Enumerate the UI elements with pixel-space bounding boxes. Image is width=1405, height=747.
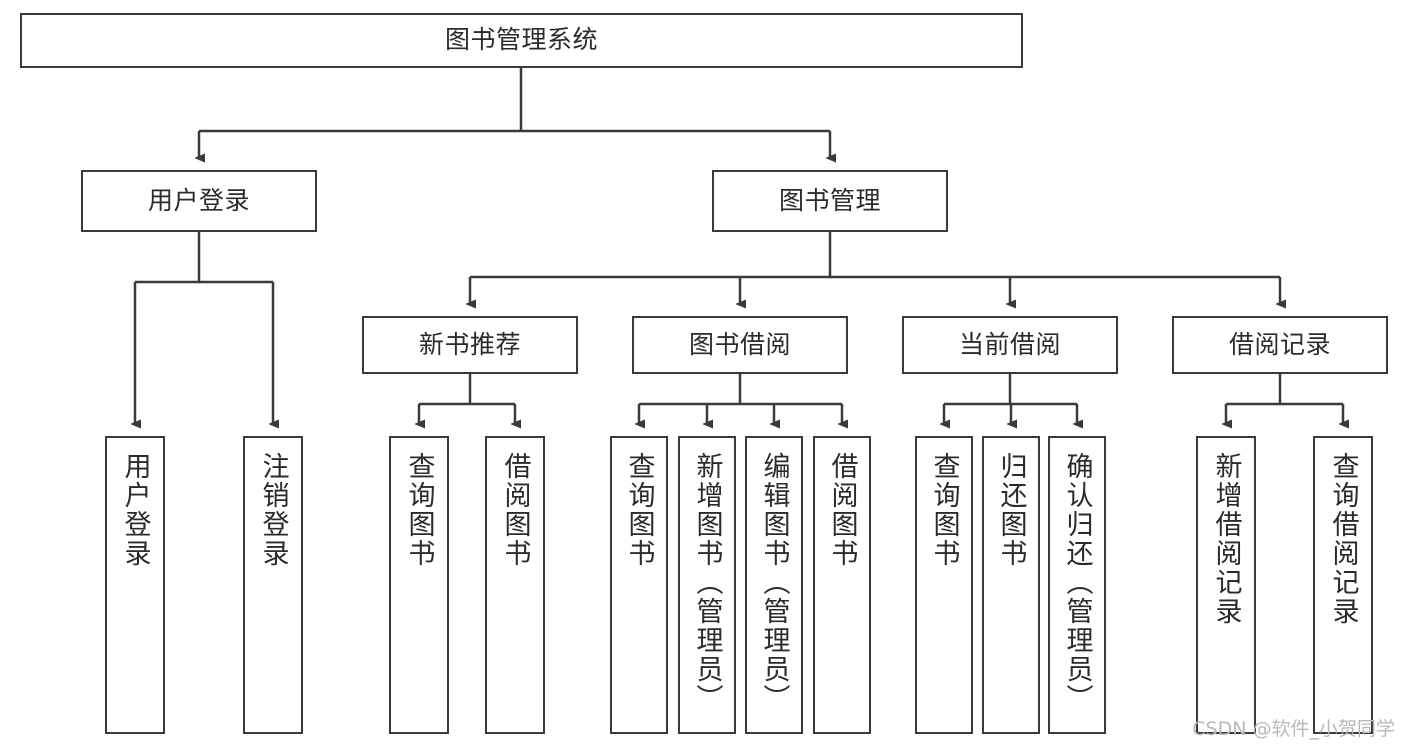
node-leaf-logout[interactable]: 注销登录 — [243, 436, 303, 734]
node-leaf-add-record-label: 新增借阅记录 — [1210, 452, 1242, 626]
node-user-login-label: 用户登录 — [147, 185, 250, 215]
node-book-borrow-label: 图书借阅 — [688, 329, 791, 359]
node-borrow-record[interactable]: 借阅记录 — [1172, 316, 1388, 374]
node-book-borrow[interactable]: 图书借阅 — [632, 316, 848, 374]
node-leaf-borrow-book-1-label: 借阅图书 — [499, 452, 531, 568]
node-leaf-edit-book[interactable]: 编辑图书（管理员） — [745, 436, 803, 734]
node-leaf-query-book-3-label: 查询图书 — [928, 452, 960, 568]
node-leaf-query-record-label: 查询借阅记录 — [1327, 452, 1359, 626]
watermark-text: CSDN @软件_小贺同学 — [1192, 718, 1395, 740]
node-leaf-query-book-3[interactable]: 查询图书 — [915, 436, 973, 734]
node-user-login[interactable]: 用户登录 — [81, 170, 317, 232]
node-leaf-confirm-return[interactable]: 确认归还（管理员） — [1048, 436, 1106, 734]
node-new-book-recommend[interactable]: 新书推荐 — [362, 316, 578, 374]
node-leaf-query-record[interactable]: 查询借阅记录 — [1313, 436, 1373, 734]
node-leaf-return-book-label: 归还图书 — [995, 452, 1027, 568]
node-borrow-record-label: 借阅记录 — [1228, 329, 1331, 359]
node-leaf-query-book-1[interactable]: 查询图书 — [389, 436, 449, 734]
node-new-book-recommend-label: 新书推荐 — [418, 329, 521, 359]
node-leaf-user-login[interactable]: 用户登录 — [105, 436, 165, 734]
node-book-manage[interactable]: 图书管理 — [712, 170, 948, 232]
node-leaf-add-record[interactable]: 新增借阅记录 — [1196, 436, 1256, 734]
node-current-borrow[interactable]: 当前借阅 — [902, 316, 1118, 374]
node-leaf-edit-book-label: 编辑图书（管理员） — [758, 452, 790, 713]
node-leaf-borrow-book-1[interactable]: 借阅图书 — [485, 436, 545, 734]
node-leaf-logout-label: 注销登录 — [257, 452, 289, 568]
node-leaf-user-login-label: 用户登录 — [119, 452, 151, 568]
node-leaf-add-book-label: 新增图书（管理员） — [691, 452, 723, 713]
node-leaf-add-book[interactable]: 新增图书（管理员） — [678, 436, 736, 734]
node-leaf-query-book-2-label: 查询图书 — [623, 452, 655, 568]
node-leaf-borrow-book-2-label: 借阅图书 — [826, 452, 858, 568]
node-leaf-query-book-1-label: 查询图书 — [403, 452, 435, 568]
node-root[interactable]: 图书管理系统 — [20, 13, 1023, 68]
node-leaf-return-book[interactable]: 归还图书 — [982, 436, 1040, 734]
node-current-borrow-label: 当前借阅 — [958, 329, 1061, 359]
node-root-label: 图书管理系统 — [444, 25, 598, 55]
node-book-manage-label: 图书管理 — [778, 185, 881, 215]
node-leaf-query-book-2[interactable]: 查询图书 — [610, 436, 668, 734]
node-leaf-confirm-return-label: 确认归还（管理员） — [1061, 452, 1093, 713]
node-leaf-borrow-book-2[interactable]: 借阅图书 — [813, 436, 871, 734]
